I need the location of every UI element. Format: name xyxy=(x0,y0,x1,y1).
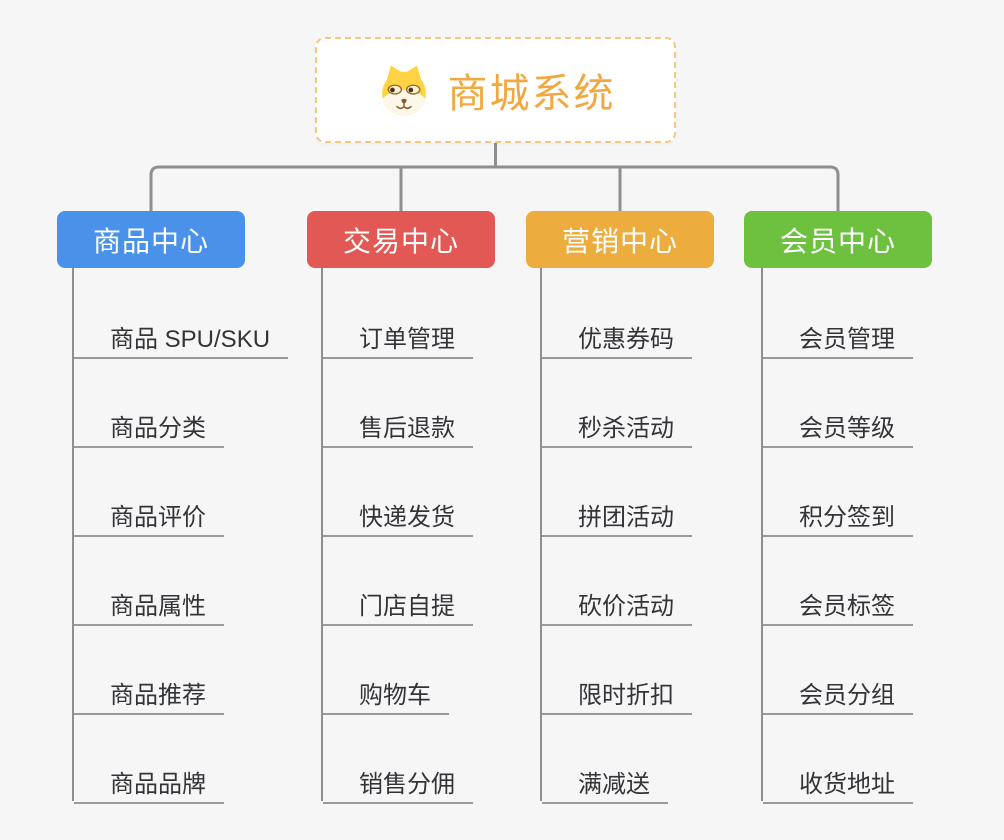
leaf-node[interactable]: 订单管理 xyxy=(323,316,473,359)
branch-column-trade: 订单管理 售后退款 快递发货 门店自提 购物车 销售分佣 xyxy=(321,268,473,804)
leaf-node[interactable]: 商品分类 xyxy=(74,405,224,448)
branch-node-trade-center[interactable]: 交易中心 xyxy=(307,211,495,268)
leaf-node[interactable]: 会员分组 xyxy=(763,672,913,715)
branch-column-marketing: 优惠券码 秒杀活动 拼团活动 砍价活动 限时折扣 满减送 xyxy=(540,268,692,804)
branch-column-product: 商品 SPU/SKU 商品分类 商品评价 商品属性 商品推荐 商品品牌 xyxy=(72,268,289,804)
leaf-node[interactable]: 砍价活动 xyxy=(542,583,692,626)
leaf-node[interactable]: 满减送 xyxy=(542,761,668,804)
leaf-node[interactable]: 限时折扣 xyxy=(542,672,692,715)
leaf-node[interactable]: 门店自提 xyxy=(323,583,473,626)
branch-node-member-center[interactable]: 会员中心 xyxy=(744,211,932,268)
leaf-node[interactable]: 商品评价 xyxy=(74,494,224,537)
leaf-node[interactable]: 秒杀活动 xyxy=(542,405,692,448)
leaf-node[interactable]: 收货地址 xyxy=(763,761,913,804)
leaf-node[interactable]: 拼团活动 xyxy=(542,494,692,537)
leaf-node[interactable]: 商品推荐 xyxy=(74,672,224,715)
root-node-label: 商城系统 xyxy=(447,72,616,116)
shiba-dog-icon xyxy=(381,65,426,116)
leaf-node[interactable]: 售后退款 xyxy=(323,405,473,448)
branch-node-label: 商品中心 xyxy=(92,225,209,257)
branch-node-label: 营销中心 xyxy=(561,225,678,257)
leaf-node[interactable]: 会员管理 xyxy=(763,316,913,359)
leaf-node[interactable]: 优惠券码 xyxy=(542,316,692,359)
branch-column-member: 会员管理 会员等级 积分签到 会员标签 会员分组 收货地址 xyxy=(761,268,913,804)
leaf-node[interactable]: 会员标签 xyxy=(763,583,913,626)
leaf-node[interactable]: 快递发货 xyxy=(323,494,473,537)
leaf-node[interactable]: 会员等级 xyxy=(763,405,913,448)
branch-node-marketing-center[interactable]: 营销中心 xyxy=(526,211,714,268)
leaf-node[interactable]: 积分签到 xyxy=(763,494,913,537)
branch-node-label: 会员中心 xyxy=(779,225,896,257)
leaf-node[interactable]: 商品 SPU/SKU xyxy=(74,316,289,359)
leaf-node[interactable]: 商品品牌 xyxy=(74,761,224,804)
leaf-node[interactable]: 销售分佣 xyxy=(323,761,473,804)
root-node[interactable]: 商城系统 xyxy=(315,37,676,143)
branch-node-product-center[interactable]: 商品中心 xyxy=(57,211,245,268)
branch-node-label: 交易中心 xyxy=(342,225,459,257)
leaf-node[interactable]: 购物车 xyxy=(323,672,449,715)
leaf-node[interactable]: 商品属性 xyxy=(74,583,224,626)
